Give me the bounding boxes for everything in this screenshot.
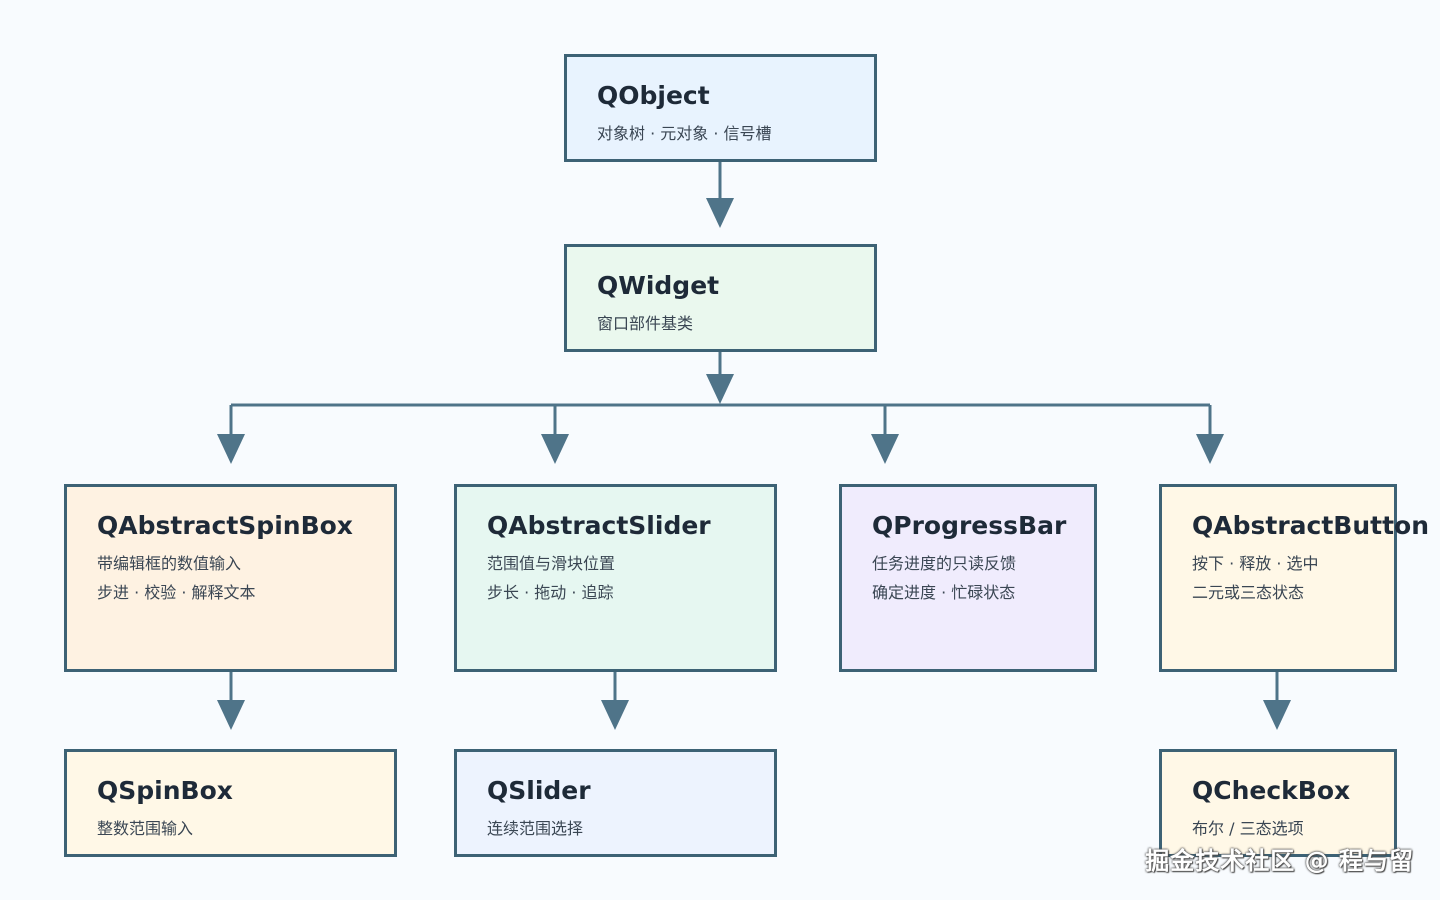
node-qspinbox: QSpinBox 整数范围输入: [64, 749, 397, 857]
description-line: 按下 · 释放 · 选中: [1192, 554, 1319, 573]
node-description: 范围值与滑块位置 步长 · 拖动 · 追踪: [487, 549, 744, 607]
arrowhead: [601, 700, 629, 730]
node-description: 布尔 / 三态选项: [1192, 819, 1304, 838]
node-title: QWidget: [597, 271, 720, 300]
arrowhead: [1263, 700, 1291, 730]
arrowhead: [706, 198, 734, 228]
description-line: 二元或三态状态: [1192, 583, 1305, 602]
node-description: 带编辑框的数值输入 步进 · 校验 · 解释文本: [97, 549, 364, 607]
node-description: 连续范围选择: [487, 819, 584, 838]
node-qslider: QSlider 连续范围选择: [454, 749, 777, 857]
arrowhead: [217, 434, 245, 464]
description-line: 确定进度 · 忙碌状态: [872, 583, 1016, 602]
description-line: 范围值与滑块位置: [487, 554, 616, 573]
node-qabstractslider: QAbstractSlider 范围值与滑块位置 步长 · 拖动 · 追踪: [454, 484, 777, 672]
node-title: QObject: [597, 81, 710, 110]
node-title: QAbstractButton: [1192, 511, 1430, 540]
node-qabstractbutton: QAbstractButton 按下 · 释放 · 选中 二元或三态状态: [1159, 484, 1430, 672]
node-title: QProgressBar: [872, 511, 1067, 540]
node-description: 窗口部件基类: [597, 314, 694, 333]
node-title: QAbstractSlider: [487, 511, 711, 540]
node-qprogressbar: QProgressBar 任务进度的只读反馈 确定进度 · 忙碌状态: [839, 484, 1097, 672]
arrowhead: [541, 434, 569, 464]
description-line: 带编辑框的数值输入: [97, 554, 242, 573]
node-description: 对象树 · 元对象 · 信号槽: [597, 124, 772, 143]
description-line: 步进 · 校验 · 解释文本: [97, 583, 256, 602]
node-title: QCheckBox: [1192, 776, 1351, 805]
node-description: 按下 · 释放 · 选中 二元或三态状态: [1192, 549, 1364, 607]
node-title: QSlider: [487, 776, 591, 805]
arrowhead: [217, 700, 245, 730]
node-qcheckbox: QCheckBox 布尔 / 三态选项: [1159, 749, 1397, 857]
node-description: 整数范围输入: [97, 819, 194, 838]
watermark: 掘金技术社区 @ 程与留: [1145, 847, 1414, 875]
node-qobject: QObject 对象树 · 元对象 · 信号槽: [564, 54, 877, 162]
node-description: 任务进度的只读反馈 确定进度 · 忙碌状态: [872, 549, 1064, 607]
node-qabstractspinbox: QAbstractSpinBox 带编辑框的数值输入 步进 · 校验 · 解释文…: [64, 484, 397, 672]
arrowhead: [871, 434, 899, 464]
description-line: 步长 · 拖动 · 追踪: [487, 583, 614, 602]
node-qwidget: QWidget 窗口部件基类: [564, 244, 877, 352]
node-title: QAbstractSpinBox: [97, 511, 353, 540]
description-line: 任务进度的只读反馈: [872, 554, 1017, 573]
arrowhead: [1196, 434, 1224, 464]
node-title: QSpinBox: [97, 776, 233, 805]
arrowhead: [706, 374, 734, 404]
